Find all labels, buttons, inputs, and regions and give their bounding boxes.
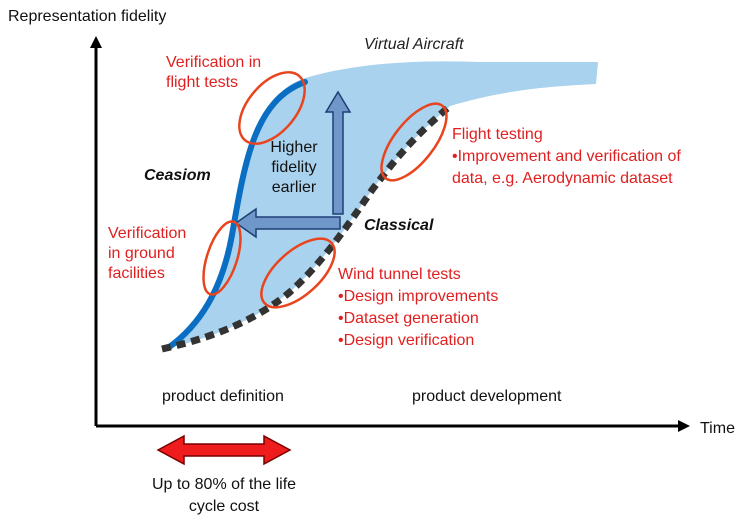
product-definition-label: product definition xyxy=(162,388,284,405)
cost-double-arrow xyxy=(156,434,292,466)
annotation-line: Wind tunnel tests xyxy=(338,266,461,283)
ceasiom-curve xyxy=(165,79,308,351)
annotation-line: data, e.g. Aerodynamic dataset xyxy=(452,170,673,187)
fidelity-band xyxy=(168,61,598,349)
annotation-line: flight tests xyxy=(166,74,239,91)
higher-fidelity-arrow xyxy=(324,90,352,215)
y-axis-label: Representation fidelity xyxy=(8,8,167,25)
classical-label: Classical xyxy=(364,217,434,234)
flight-testing-highlight xyxy=(380,102,448,182)
higher-fidelity-line: fidelity xyxy=(271,159,317,176)
annotation-line: •Design verification xyxy=(338,332,475,349)
annotation-line: •Dataset generation xyxy=(338,310,479,327)
flight-verification-annotation: Verification in flight tests xyxy=(166,53,261,93)
higher-fidelity-line: earlier xyxy=(271,179,317,196)
annotation-line: •Design improvements xyxy=(338,288,499,305)
cost-note: Up to 80% of the life cycle cost xyxy=(124,474,324,518)
annotation-line: Flight testing xyxy=(452,126,543,143)
annotation-line: facilities xyxy=(108,265,165,282)
ground-verification-highlight xyxy=(202,220,242,296)
product-development-label: product development xyxy=(412,388,562,405)
virtual-aircraft-label: Virtual Aircraft xyxy=(364,36,464,53)
annotation-line: Verification in xyxy=(166,54,262,71)
wind-tunnel-annotation: Wind tunnel tests •Design improvements •… xyxy=(338,264,498,352)
annotation-line: in ground xyxy=(108,245,175,262)
higher-fidelity-text: Higher fidelity earlier xyxy=(256,138,332,198)
flight-verification-highlight xyxy=(238,71,306,145)
annotation-line: Verification xyxy=(108,225,187,242)
ground-verification-annotation: Verification in ground facilities xyxy=(108,224,186,284)
earlier-arrow xyxy=(234,207,341,239)
classical-curve xyxy=(161,103,453,353)
wind-tunnel-highlight xyxy=(260,237,336,309)
cost-note-line: Up to 80% of the life xyxy=(151,476,297,493)
cost-note-line: cycle cost xyxy=(188,498,260,515)
ceasiom-label: Ceasiom xyxy=(144,167,211,184)
annotation-line: •Improvement and verification of xyxy=(452,148,681,165)
flight-testing-annotation: Flight testing •Improvement and verifica… xyxy=(452,124,681,190)
higher-fidelity-line: Higher xyxy=(270,139,318,156)
x-axis-label: Time xyxy=(700,420,735,437)
